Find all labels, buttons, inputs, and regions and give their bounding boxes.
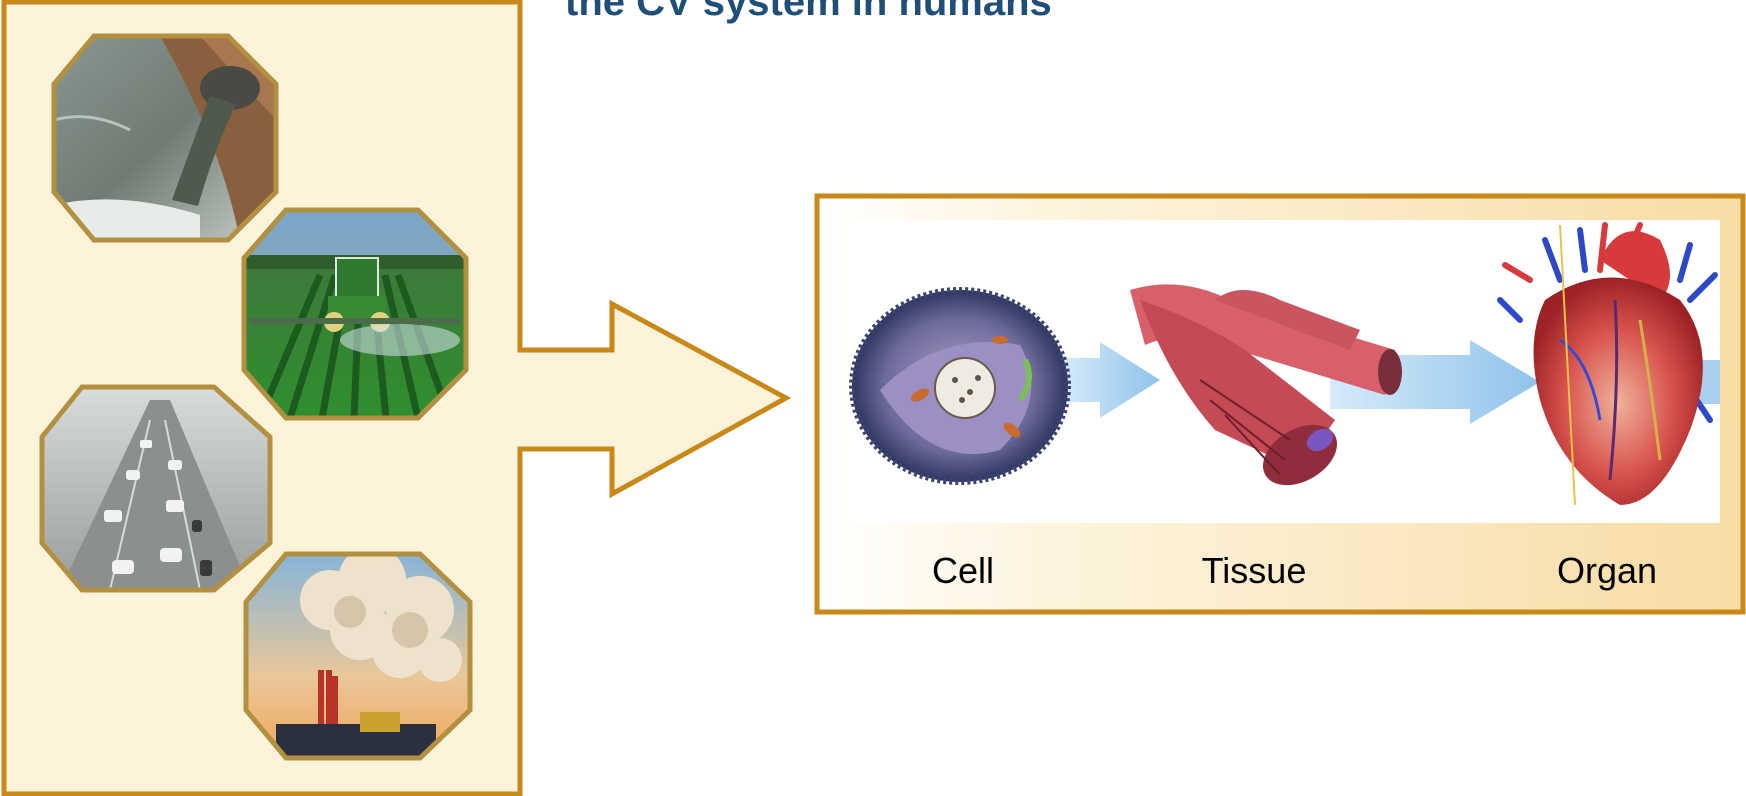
stage-label-cell: Cell [932,550,994,592]
factory-smoke-icon [246,546,470,758]
wastewater-pipe-icon [54,36,276,240]
stage-label-tissue: Tissue [1202,550,1307,592]
smog-traffic-icon [42,387,270,590]
stage-label-organ: Organ [1557,550,1657,592]
flow-arrow-tail [1700,360,1720,404]
cell-icon [852,290,1068,482]
tractor-spraying-field-icon [244,210,466,418]
